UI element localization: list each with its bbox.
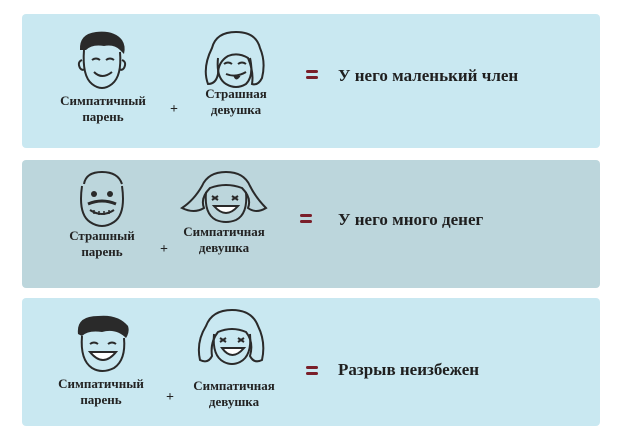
ugly-guy-face-icon	[80, 170, 124, 227]
right-label: Симпатичная девушка	[183, 224, 265, 255]
panel-row-1	[22, 14, 600, 148]
equals-sign	[306, 366, 318, 378]
right-label: Страшная девушка	[205, 86, 267, 117]
handsome-guy-face-icon	[77, 315, 129, 372]
handsome-guy-face-icon	[77, 31, 127, 89]
pretty-girl-face-icon	[197, 308, 265, 365]
pretty-girl-face-icon	[180, 170, 268, 223]
equals-sign	[300, 214, 312, 226]
ugly-girl-face-icon	[204, 30, 265, 88]
left-label: Страшный парень	[69, 228, 135, 259]
right-label: Симпатичная девушка	[193, 378, 275, 409]
result-text: У него маленький член	[338, 66, 519, 85]
equals-sign	[306, 70, 318, 82]
panel-row-2	[22, 160, 600, 288]
left-label: Симпатичный парень	[60, 93, 146, 124]
plus-sign: +	[166, 390, 174, 405]
result-text: У него много денег	[338, 210, 484, 229]
left-label: Симпатичный парень	[58, 376, 144, 407]
plus-sign: +	[170, 102, 178, 117]
result-text: Разрыв неизбежен	[338, 360, 480, 379]
plus-sign: +	[160, 242, 168, 257]
